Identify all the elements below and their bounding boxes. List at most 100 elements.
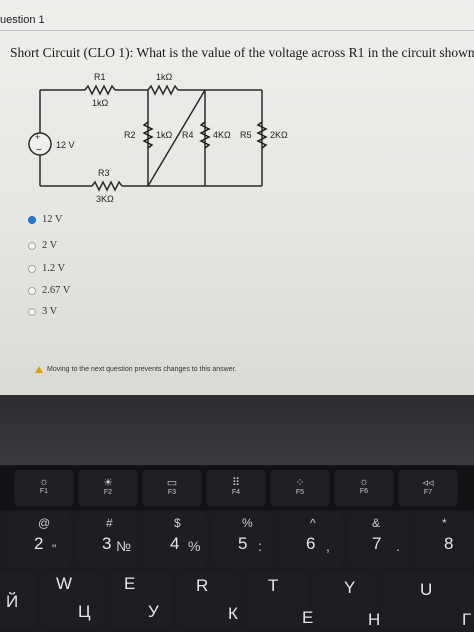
keyboard-light-down-icon: ⁘ <box>295 477 305 489</box>
key-char: 8 <box>444 534 454 553</box>
warning-text: Moving to the next question prevents cha… <box>47 366 237 373</box>
browser-screen: uestion 1 Short Circuit (CLO 1): What is… <box>0 0 474 395</box>
key-latin-char: R <box>196 576 209 595</box>
option-label: 3 V <box>42 306 58 317</box>
circuit-diagram: + − 12 V R1 1kΩ 1kΩ R2 1kΩ R4 4KΩ R5 2KΩ… <box>28 72 288 204</box>
key-2[interactable]: @ 2 " <box>8 512 70 568</box>
brightness-up-icon: ☀ <box>103 477 113 489</box>
brightness-down-icon: ☼ <box>38 476 50 488</box>
key-cyrillic-char: Й <box>6 592 19 611</box>
key-cyrillic-char: Ц <box>78 602 91 621</box>
key-t[interactable]: T Е <box>246 572 313 628</box>
key-alt-char: № <box>116 538 132 554</box>
radio-button[interactable] <box>28 241 36 250</box>
r1-value: 1kΩ <box>92 98 109 108</box>
key-alt-char: : <box>258 538 262 554</box>
rewind-icon: ◃◃ <box>422 477 434 489</box>
key-cyrillic-char: Г <box>462 610 472 629</box>
key-label: F5 <box>295 489 305 496</box>
key-shift-char: ^ <box>310 516 316 530</box>
key-shift-char: % <box>242 516 253 530</box>
top-right-resistor-value: 1kΩ <box>156 72 173 82</box>
key-8[interactable]: * 8 <box>416 512 474 568</box>
r3-value: 3KΩ <box>96 194 114 204</box>
key-char: 5 <box>238 534 248 553</box>
option-label: 2.67 V <box>42 285 71 296</box>
radio-button[interactable] <box>28 307 36 316</box>
key-6[interactable]: ^ 6 , <box>280 512 342 568</box>
source-plus: + <box>35 132 40 142</box>
key-label: F3 <box>167 489 177 496</box>
option-label: 2 V <box>42 240 58 251</box>
warning-icon <box>35 366 43 373</box>
key-5[interactable]: % 5 : <box>212 512 274 568</box>
radio-button[interactable] <box>28 286 36 295</box>
warning-message: Moving to the next question prevents cha… <box>35 366 237 373</box>
key-label: F1 <box>39 488 49 495</box>
option-1-2v[interactable]: 1.2 V <box>28 263 65 274</box>
key-u[interactable]: U Г <box>382 572 474 629</box>
source-label: 12 V <box>56 140 75 150</box>
key-w[interactable]: W Ц <box>42 572 104 628</box>
key-7[interactable]: & 7 . <box>348 512 410 568</box>
key-label: F4 <box>231 489 241 496</box>
key-cyrillic-char: Н <box>368 610 381 629</box>
r2-name: R2 <box>124 130 136 140</box>
option-2v[interactable]: 2 V <box>28 240 57 251</box>
key-cyrillic-char: Е <box>302 608 314 627</box>
option-2-67v[interactable]: 2.67 V <box>28 285 70 296</box>
key-alt-char: % <box>188 538 201 554</box>
f4-key[interactable]: ⠿F4 <box>206 470 266 506</box>
header-divider <box>0 30 474 31</box>
key-char: 6 <box>306 534 316 553</box>
key-e[interactable]: E У <box>110 572 172 628</box>
key-shift-char: # <box>106 516 113 530</box>
question-header: uestion 1 <box>0 14 45 26</box>
key-label: F7 <box>423 489 433 496</box>
r4-value: 4KΩ <box>213 130 231 140</box>
key-latin-char: T <box>268 576 279 595</box>
r5-name: R5 <box>240 130 252 140</box>
key-latin-char: Y <box>344 578 356 597</box>
question-text: Short Circuit (CLO 1): What is the value… <box>10 45 474 60</box>
key-alt-char: " <box>52 542 57 556</box>
key-q[interactable]: Й <box>0 572 36 628</box>
f5-key[interactable]: ⁘F5 <box>270 470 330 506</box>
f2-key[interactable]: ☀F2 <box>78 470 138 506</box>
option-label: 12 V <box>42 214 63 225</box>
radio-button[interactable] <box>28 264 36 273</box>
laptop-bezel <box>0 395 474 465</box>
r1-name: R1 <box>94 72 106 82</box>
radio-selected[interactable] <box>28 215 36 224</box>
key-r[interactable]: R К <box>178 572 240 628</box>
key-alt-char: , <box>326 538 330 554</box>
key-label: F2 <box>103 489 113 496</box>
key-alt-char: . <box>396 538 400 554</box>
f1-key[interactable]: ☼F1 <box>14 470 74 506</box>
r4-name: R4 <box>182 130 194 140</box>
key-char: 4 <box>170 534 180 553</box>
key-latin-char: E <box>124 574 136 593</box>
key-shift-char: & <box>372 516 381 530</box>
key-shift-char: $ <box>174 516 181 530</box>
f3-key[interactable]: ▭F3 <box>142 470 202 506</box>
key-char: 2 <box>34 534 44 553</box>
key-cyrillic-char: К <box>228 604 238 623</box>
option-3v[interactable]: 3 V <box>28 306 57 317</box>
r2-value: 1kΩ <box>156 130 173 140</box>
key-latin-char: W <box>56 574 73 593</box>
f6-key[interactable]: ☼F6 <box>334 470 394 506</box>
f7-key[interactable]: ◃◃F7 <box>398 470 458 506</box>
option-12v[interactable]: 12 V <box>28 214 63 225</box>
key-shift-char: @ <box>38 516 51 530</box>
key-4[interactable]: $ 4 % <box>144 512 206 568</box>
key-3[interactable]: # 3 № <box>76 512 138 568</box>
key-char: 7 <box>372 534 382 553</box>
key-y[interactable]: Y Н <box>314 572 380 629</box>
mission-control-icon: ▭ <box>166 477 178 489</box>
key-label: F6 <box>359 488 369 495</box>
key-cyrillic-char: У <box>148 602 159 621</box>
keyboard-light-up-icon: ☼ <box>358 476 370 488</box>
r5-value: 2KΩ <box>270 130 288 140</box>
option-label: 1.2 V <box>42 263 66 274</box>
